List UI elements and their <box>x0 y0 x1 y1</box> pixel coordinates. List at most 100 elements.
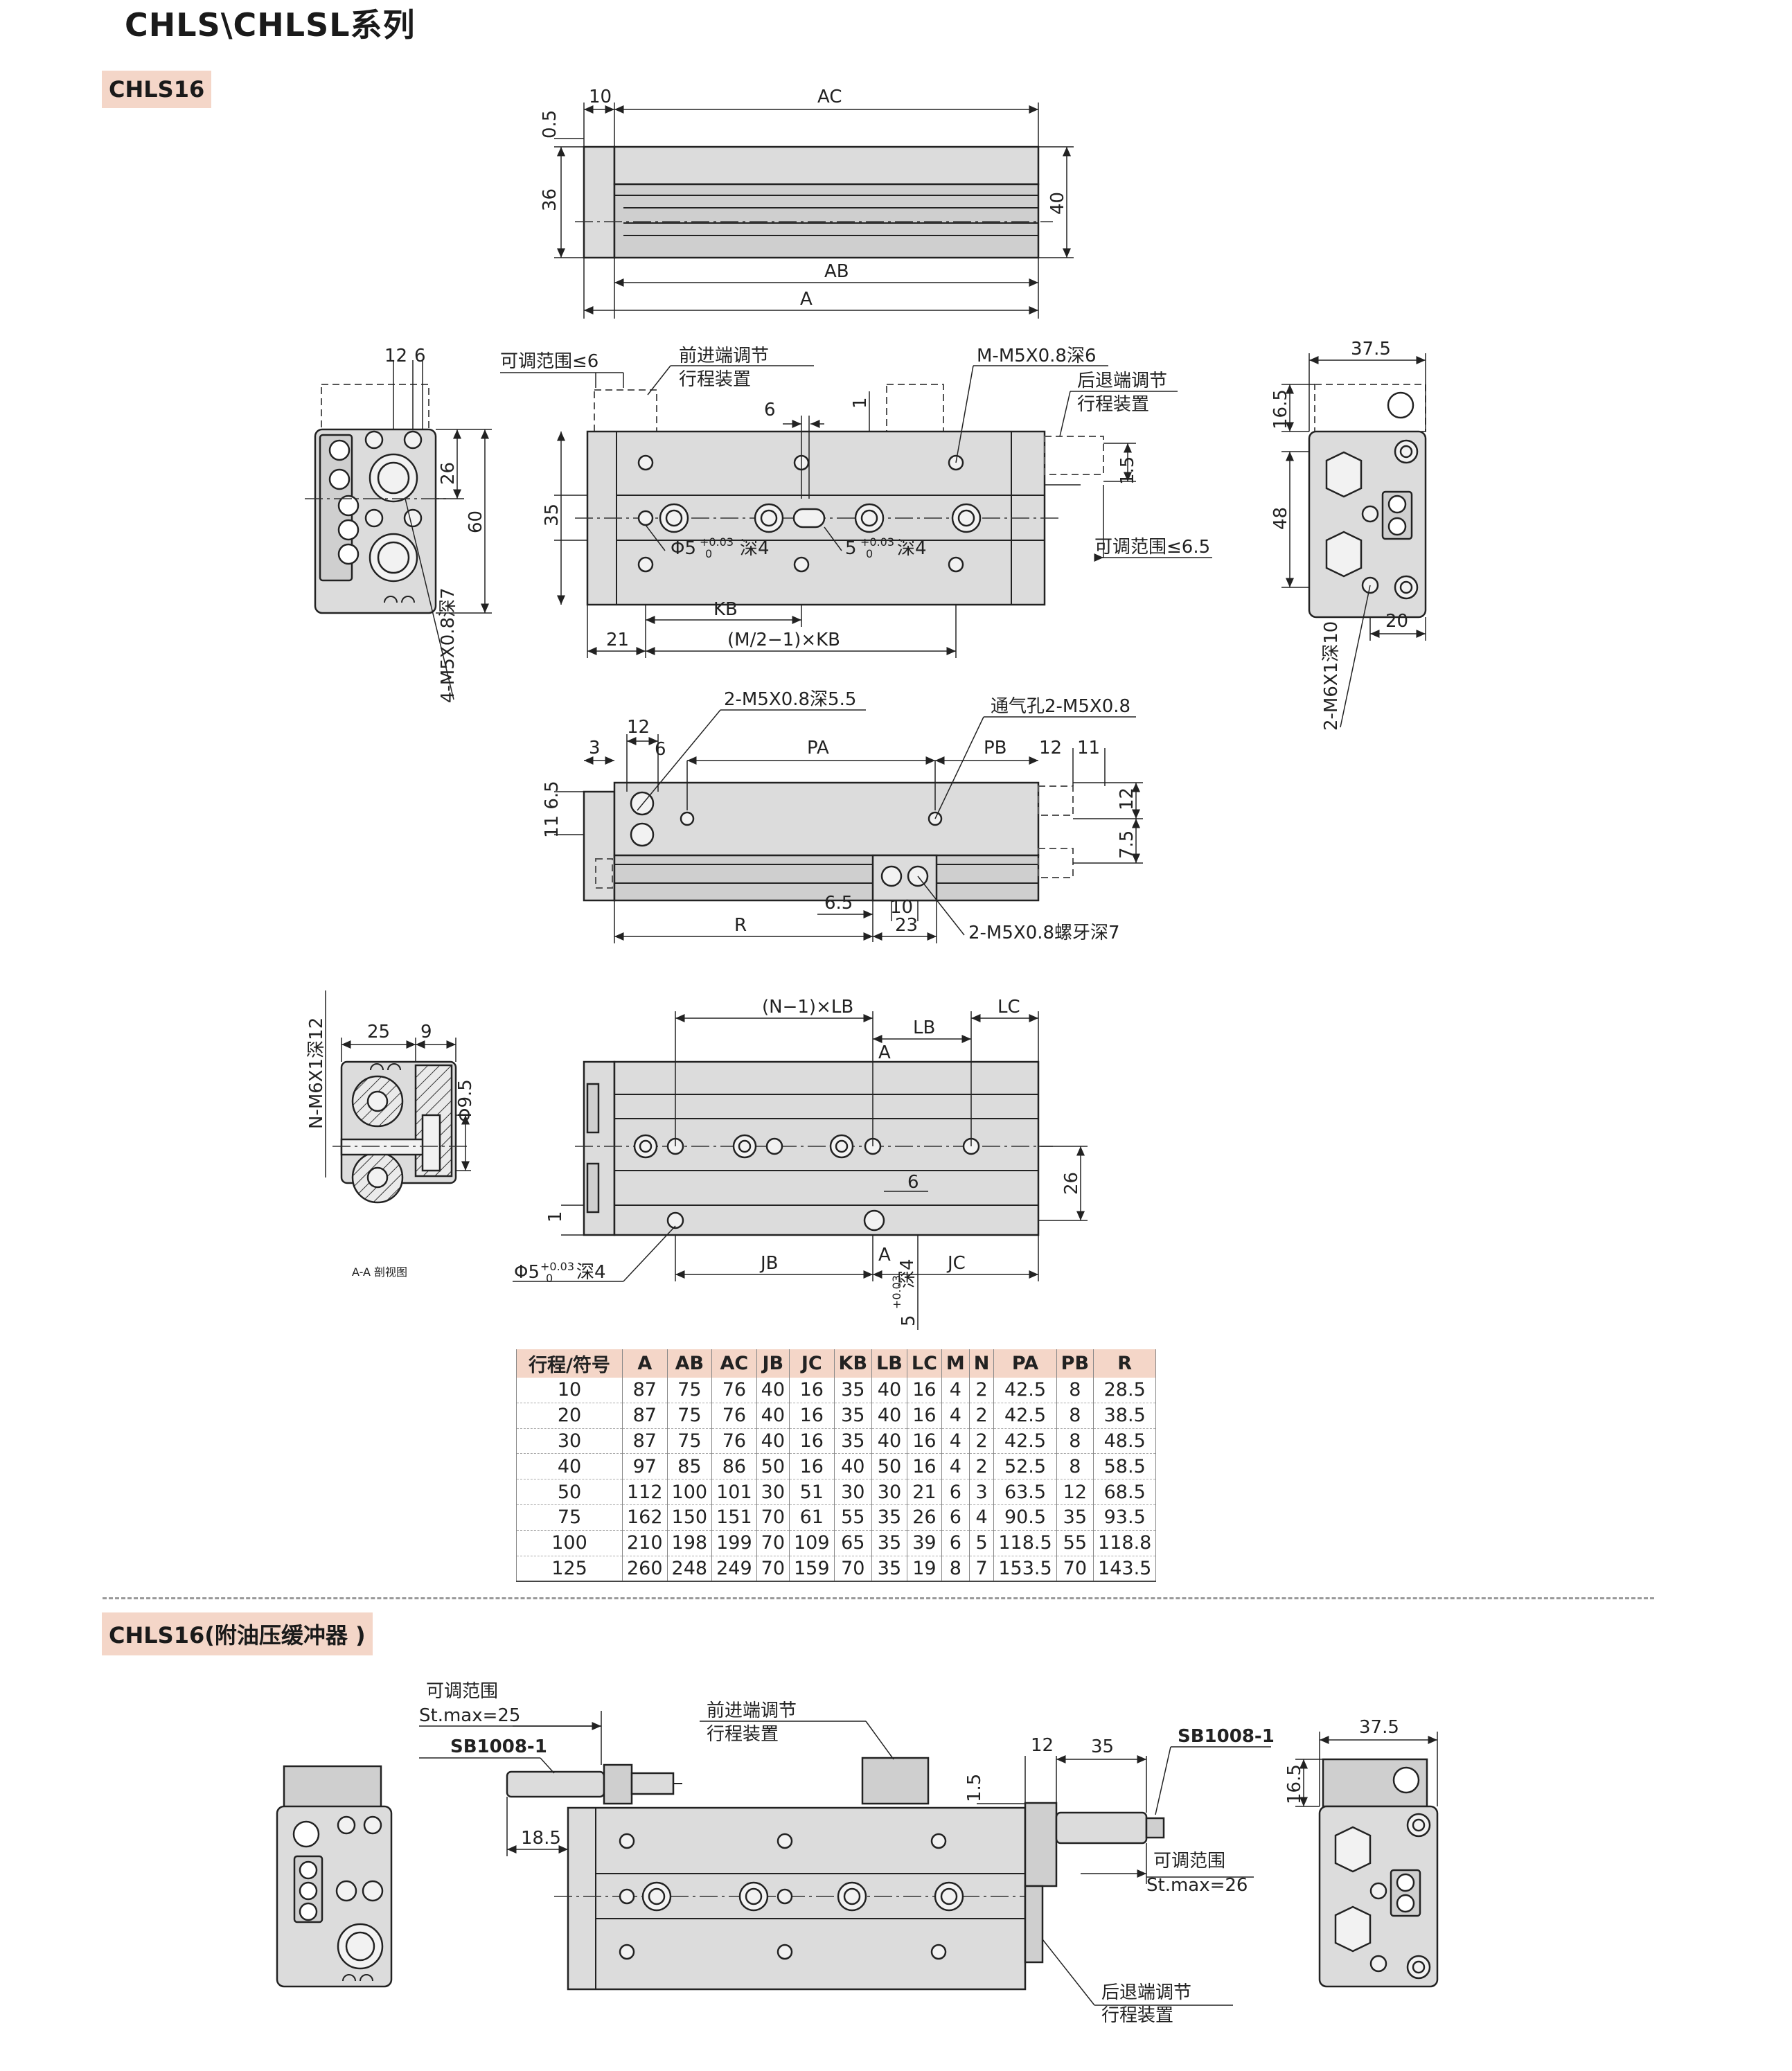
dim-48: 48 <box>1270 507 1291 530</box>
dim-16.5-buffer: 16.5 <box>1284 1764 1305 1804</box>
slot-5: 5 <box>845 538 857 559</box>
side-slide <box>613 781 1040 857</box>
table-cell: 76 <box>711 1378 757 1403</box>
svg-text:+0.03: +0.03 <box>890 1275 903 1309</box>
table-header-cell: R <box>1093 1349 1157 1378</box>
rear-adj-1: 后退端调节 <box>1077 371 1167 391</box>
table-cell: 16 <box>906 1428 942 1455</box>
dim-JC: JC <box>946 1253 966 1274</box>
sb-left: SB1008-1 <box>450 1736 547 1757</box>
hole-phi5: Φ5 <box>671 538 696 559</box>
dim-36: 36 <box>540 188 560 211</box>
dim-21: 21 <box>606 630 629 650</box>
table-cell: 87 <box>622 1403 668 1429</box>
svg-text:0: 0 <box>866 547 873 560</box>
cylinder-body <box>613 183 1040 259</box>
dim-LC: LC <box>997 997 1020 1017</box>
table-header-cell: N <box>968 1349 995 1378</box>
section-label-chls16: CHLS16 <box>102 71 212 108</box>
table-cell: 75 <box>666 1403 713 1429</box>
side-thread-note: 4-M5X0.8深7 <box>438 587 459 703</box>
table-cell: 35 <box>833 1428 873 1455</box>
view-left-end: 12 6 26 60 4-M5X0.8深7 <box>305 346 492 703</box>
table-cell: 100 <box>516 1530 623 1556</box>
dim-35: 35 <box>542 504 562 526</box>
dim-26-bottom: 26 <box>1061 1172 1082 1195</box>
end-plate <box>583 145 616 259</box>
dim-A: A <box>800 289 813 310</box>
view-top-elevation: 10 AC 0.5 36 40 AB A <box>540 87 1074 319</box>
dim-1: 1 <box>850 397 871 409</box>
table-cell: 42.5 <box>993 1428 1057 1455</box>
table-cell: 75 <box>666 1428 713 1455</box>
svg-text:+0.03: +0.03 <box>700 535 734 549</box>
table-cell: 16 <box>906 1453 942 1480</box>
table-cell: 30 <box>756 1479 790 1505</box>
table-cell: 40 <box>756 1428 790 1455</box>
buffer-front-adj-1: 前进端调节 <box>707 1700 797 1721</box>
table-cell: 153.5 <box>993 1556 1057 1583</box>
dim-LB: LB <box>913 1017 935 1038</box>
dim-35-buffer: 35 <box>1091 1736 1114 1757</box>
table-cell: 8 <box>1056 1453 1094 1480</box>
table-header-cell: LB <box>871 1349 907 1378</box>
st-max-25: St.max=25 <box>419 1705 520 1726</box>
table-cell: 2 <box>968 1428 995 1455</box>
hole-depth4-a: 深4 <box>740 538 770 559</box>
table-cell: 6 <box>941 1479 970 1505</box>
sb-right: SB1008-1 <box>1178 1726 1275 1747</box>
side-body <box>613 854 1040 902</box>
table-cell: 68.5 <box>1093 1479 1157 1505</box>
table-cell: 4 <box>941 1378 970 1403</box>
table-cell: 38.5 <box>1093 1403 1157 1429</box>
dim-25: 25 <box>367 1022 390 1042</box>
table-header-cell: JB <box>756 1349 790 1378</box>
section-label-chls16-buffer: CHLS16(附油压缓冲器 ) <box>102 1612 373 1655</box>
table-cell: 12 <box>1056 1479 1094 1505</box>
dim-10: 10 <box>589 87 612 107</box>
table-cell: 143.5 <box>1093 1556 1157 1583</box>
table-cell: 40 <box>756 1378 790 1403</box>
view-buffer-right-end: 37.5 16.5 <box>1284 1717 1439 1988</box>
dim-6: 6 <box>414 346 426 366</box>
dim-0.5: 0.5 <box>540 110 560 139</box>
table-cell: 162 <box>622 1504 668 1531</box>
slot-depth4-bottom: 深4 <box>897 1259 918 1288</box>
table-cell: 70 <box>756 1530 790 1556</box>
table-cell: 40 <box>871 1428 907 1455</box>
svg-text:0: 0 <box>705 547 712 560</box>
dim-KB: KB <box>713 599 738 620</box>
dim-7.5: 7.5 <box>1117 830 1137 859</box>
slide-table <box>613 145 1040 186</box>
table-cell: 118.5 <box>993 1530 1057 1556</box>
table-cell: 2 <box>968 1453 995 1480</box>
table-cell: 26 <box>906 1504 942 1531</box>
dim-12-buffer: 12 <box>1031 1735 1054 1756</box>
table-cell: 90.5 <box>993 1504 1057 1531</box>
section-caption: A-A 剖视图 <box>352 1265 407 1279</box>
section-mark-A-top: A <box>878 1042 891 1063</box>
table-cell: 20 <box>516 1403 623 1429</box>
table-cell: 58.5 <box>1093 1453 1157 1480</box>
dim-18.5: 18.5 <box>521 1828 561 1849</box>
svg-text:+0.03: +0.03 <box>860 535 894 549</box>
table-cell: 35 <box>871 1556 907 1583</box>
table-cell: 40 <box>516 1453 623 1480</box>
table-cell: 109 <box>789 1530 835 1556</box>
table-cell: 42.5 <box>993 1378 1057 1403</box>
table-cell: 40 <box>871 1403 907 1429</box>
table-cell: 6 <box>941 1530 970 1556</box>
bottom-thread-note: 2-M5X0.8螺牙深7 <box>968 923 1120 943</box>
table-cell: 8 <box>941 1556 970 1583</box>
table-cell: 50 <box>516 1479 623 1505</box>
table-cell: 75 <box>666 1378 713 1403</box>
table-cell: 52.5 <box>993 1453 1057 1480</box>
front-adj-2: 行程装置 <box>679 369 751 390</box>
dim-AB: AB <box>824 261 849 282</box>
